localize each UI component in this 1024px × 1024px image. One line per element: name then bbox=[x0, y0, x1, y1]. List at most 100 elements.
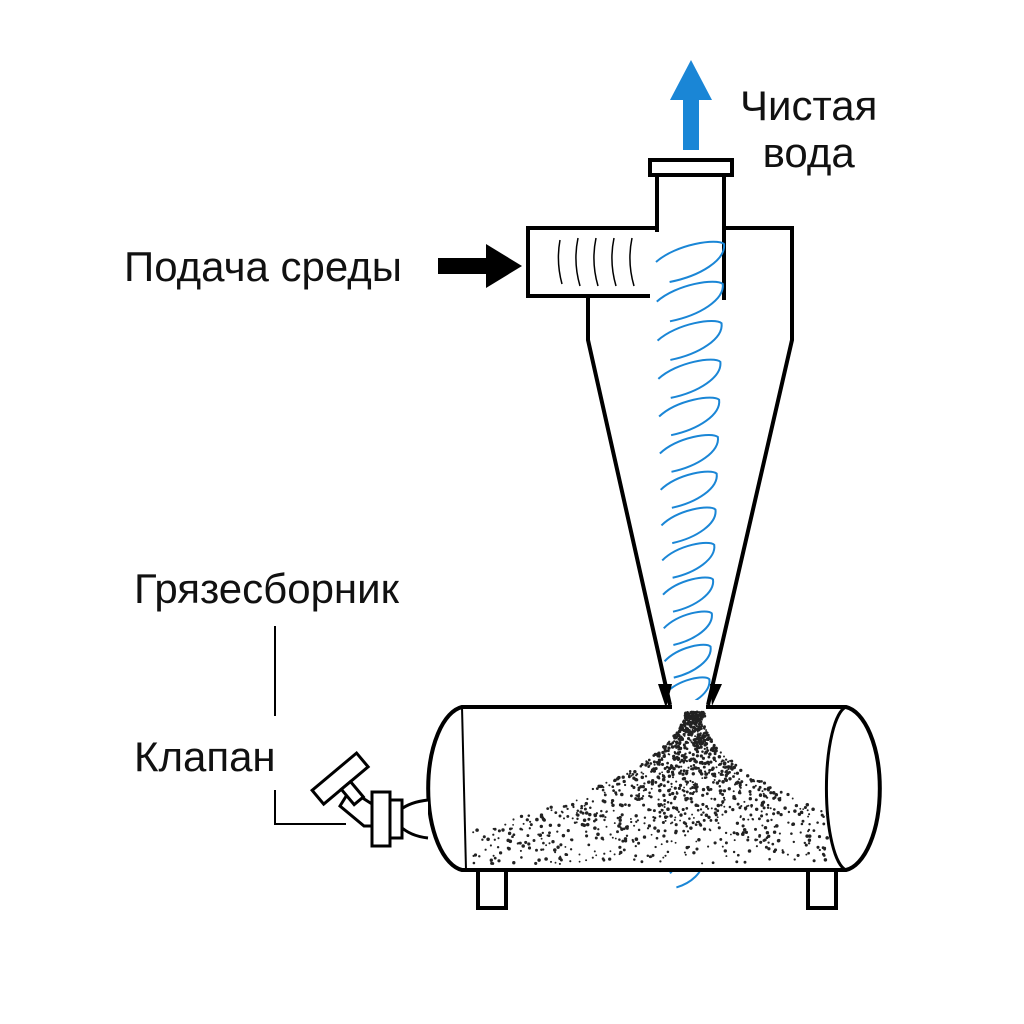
sediment-dot bbox=[642, 795, 645, 798]
sediment-dot bbox=[713, 841, 717, 845]
sediment-dot bbox=[721, 780, 725, 784]
sediment-dot bbox=[527, 814, 531, 817]
sediment-dot bbox=[629, 772, 632, 775]
sediment-dot bbox=[654, 780, 658, 784]
sediment-dot bbox=[706, 788, 710, 791]
sediment-dot bbox=[694, 735, 697, 738]
sediment-dot bbox=[571, 817, 574, 820]
sediment-dot bbox=[637, 828, 641, 832]
sediment-dot bbox=[585, 830, 588, 833]
sediment-dot bbox=[766, 806, 770, 810]
sediment-dot bbox=[618, 838, 621, 841]
sediment-dot bbox=[714, 760, 717, 763]
sediment-dot bbox=[620, 813, 624, 817]
sediment-dot bbox=[700, 813, 703, 816]
sediment-dot bbox=[715, 781, 720, 785]
sediment-dot bbox=[652, 815, 655, 819]
sediment-dot bbox=[604, 816, 607, 819]
sediment-dot bbox=[640, 860, 644, 864]
sediment-dot bbox=[695, 714, 699, 718]
sediment-dot bbox=[736, 853, 740, 857]
sediment-dot bbox=[687, 732, 691, 737]
sediment-dot bbox=[779, 812, 783, 817]
sediment-dot bbox=[738, 789, 741, 792]
sediment-dot bbox=[537, 833, 540, 836]
sediment-dot bbox=[765, 813, 768, 816]
sediment-dot bbox=[733, 839, 736, 842]
sediment-dot bbox=[658, 760, 661, 764]
sediment-dot bbox=[622, 827, 626, 831]
sediment-dot bbox=[595, 787, 599, 790]
sediment-dot bbox=[822, 853, 826, 857]
sediment-dot bbox=[725, 775, 728, 778]
sediment-dot bbox=[727, 760, 730, 763]
sediment-dot bbox=[723, 766, 727, 769]
sediment-dot bbox=[670, 745, 675, 749]
sediment-dot bbox=[707, 763, 711, 766]
sediment-dot bbox=[529, 823, 533, 827]
sediment-dot bbox=[575, 811, 578, 814]
sediment-dot bbox=[572, 805, 575, 809]
sediment-dot bbox=[623, 780, 626, 783]
sediment-dot bbox=[594, 836, 598, 840]
sediment-dot bbox=[707, 755, 711, 759]
sediment-dot bbox=[601, 788, 605, 792]
sediment-dot bbox=[807, 828, 811, 832]
sediment-dot bbox=[573, 821, 577, 825]
sediment-dot bbox=[635, 794, 638, 797]
sediment-dot bbox=[713, 797, 717, 801]
sediment-dot bbox=[692, 763, 696, 767]
sediment-dot bbox=[786, 792, 790, 797]
sediment-dot bbox=[714, 807, 717, 811]
sediment-dot bbox=[631, 838, 634, 842]
swirl-loop bbox=[657, 358, 722, 399]
sediment-dot bbox=[637, 841, 641, 845]
swirl-loop bbox=[658, 396, 721, 437]
sediment-dot bbox=[694, 713, 697, 715]
sediment-dot bbox=[700, 720, 703, 724]
sediment-dot bbox=[682, 743, 686, 746]
sediment-dot bbox=[707, 733, 710, 737]
sediment-dot bbox=[803, 805, 807, 810]
sediment-dot bbox=[697, 820, 700, 824]
sediment-dot bbox=[769, 791, 773, 795]
swirl-loop bbox=[660, 506, 717, 545]
sediment-dot bbox=[633, 769, 637, 774]
sediment-dot bbox=[699, 808, 703, 811]
sediment-dot bbox=[746, 838, 750, 842]
sediment-dot bbox=[769, 807, 772, 810]
sediment-dot bbox=[636, 783, 639, 786]
sediment-dot bbox=[663, 805, 666, 809]
sediment-dot bbox=[733, 797, 737, 801]
sediment-dot bbox=[657, 784, 661, 788]
sediment-dot bbox=[548, 823, 553, 828]
sediment-dot bbox=[562, 817, 566, 820]
sediment-dot bbox=[685, 824, 688, 828]
sediment-dot bbox=[700, 724, 704, 728]
sediment-dot bbox=[718, 789, 722, 793]
sediment-dot bbox=[651, 779, 655, 783]
sediment-dot bbox=[569, 860, 572, 863]
sediment-dot bbox=[610, 798, 615, 803]
sediment-dot bbox=[719, 837, 723, 841]
sediment-dot bbox=[696, 728, 699, 732]
sediment-dot bbox=[767, 841, 770, 844]
sediment-dot bbox=[697, 722, 701, 726]
sediment-dot bbox=[616, 816, 620, 820]
sediment-dot bbox=[703, 752, 706, 755]
sediment-dot bbox=[705, 805, 709, 808]
sediment-dot bbox=[603, 818, 606, 822]
sediment-dot bbox=[695, 783, 699, 786]
sediment-dot bbox=[762, 781, 767, 785]
sediment-dot bbox=[664, 819, 667, 822]
sediment-dot bbox=[608, 857, 612, 861]
valve bbox=[310, 750, 429, 848]
sediment-dot bbox=[763, 787, 767, 791]
sediment-dot bbox=[818, 848, 821, 852]
sediment-dot bbox=[670, 785, 673, 788]
sediment-dot bbox=[727, 768, 730, 771]
sediment-dot bbox=[661, 777, 666, 782]
sediment-dot bbox=[748, 790, 752, 794]
sediment-dot bbox=[683, 734, 686, 737]
sediment-dot bbox=[686, 730, 691, 734]
